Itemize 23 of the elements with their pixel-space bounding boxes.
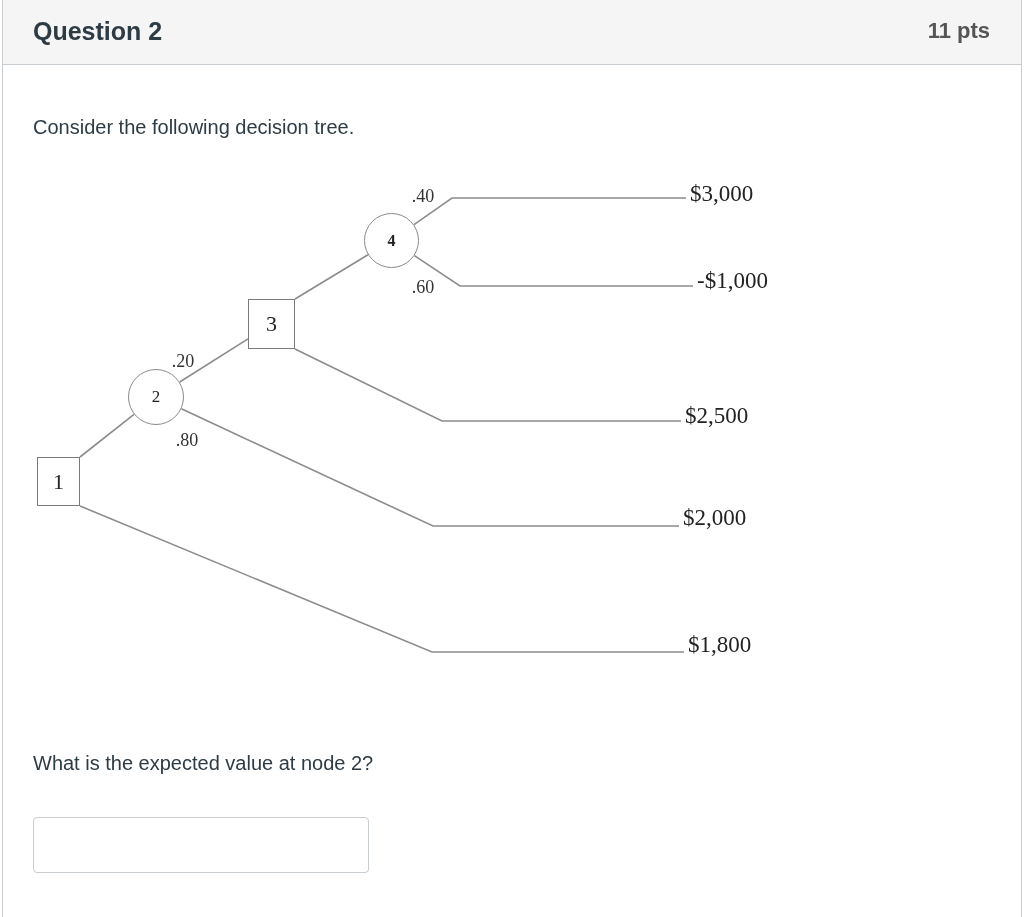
payoff-value: $2,000 xyxy=(683,505,747,531)
branch-line xyxy=(413,254,694,287)
branch-line xyxy=(294,348,682,422)
branch-line xyxy=(180,408,680,527)
payoff-value: $3,000 xyxy=(690,181,754,207)
branch-line xyxy=(79,413,135,458)
decision-node: 1 xyxy=(37,457,80,506)
probability-label: .80 xyxy=(175,430,199,450)
payoff-value: $2,500 xyxy=(685,403,749,429)
payoff-value: $1,800 xyxy=(688,632,752,658)
question-prompt: What is the expected value at node 2? xyxy=(33,751,374,775)
decision-node: 3 xyxy=(248,299,295,349)
points-label: 11 pts xyxy=(927,17,990,45)
payoff-value: -$1,000 xyxy=(697,268,768,294)
branch-line xyxy=(79,505,685,653)
question-title: Question 2 xyxy=(33,16,163,46)
branch-line xyxy=(294,254,369,300)
branch-line xyxy=(413,197,687,226)
branch-line xyxy=(178,338,249,383)
probability-label: .20 xyxy=(171,351,195,371)
probability-label: .40 xyxy=(411,186,435,206)
question-text: Consider the following decision tree. xyxy=(33,115,355,139)
probability-label: .60 xyxy=(411,277,435,297)
